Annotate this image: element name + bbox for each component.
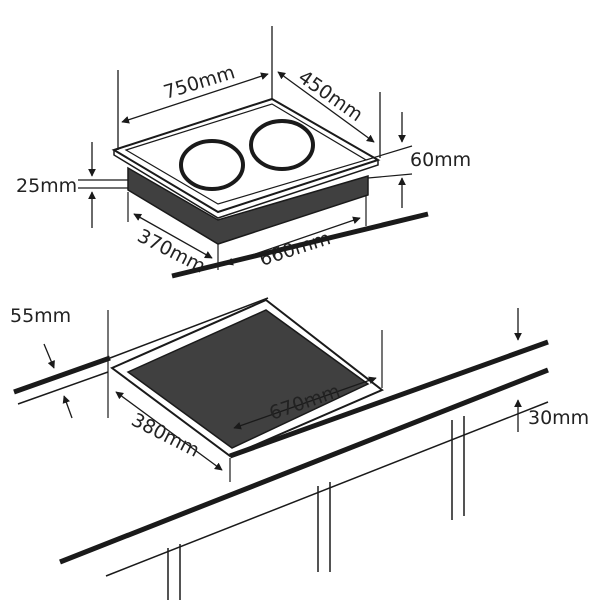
worktop-thickness-label: 55mm [10,305,71,327]
clearance-label: 30mm [528,407,589,429]
body-width-label: 660mm [257,227,334,271]
hob-width-label: 750mm [161,61,238,103]
glass-thickness-label: 25mm [16,175,77,197]
hob-unit [111,97,381,245]
overall-height-label: 60mm [410,149,471,171]
cutout-dimensions: 55mm 670mm 380mm 30mm [10,305,589,482]
burner-left-icon [179,139,245,191]
worktop [13,297,549,600]
